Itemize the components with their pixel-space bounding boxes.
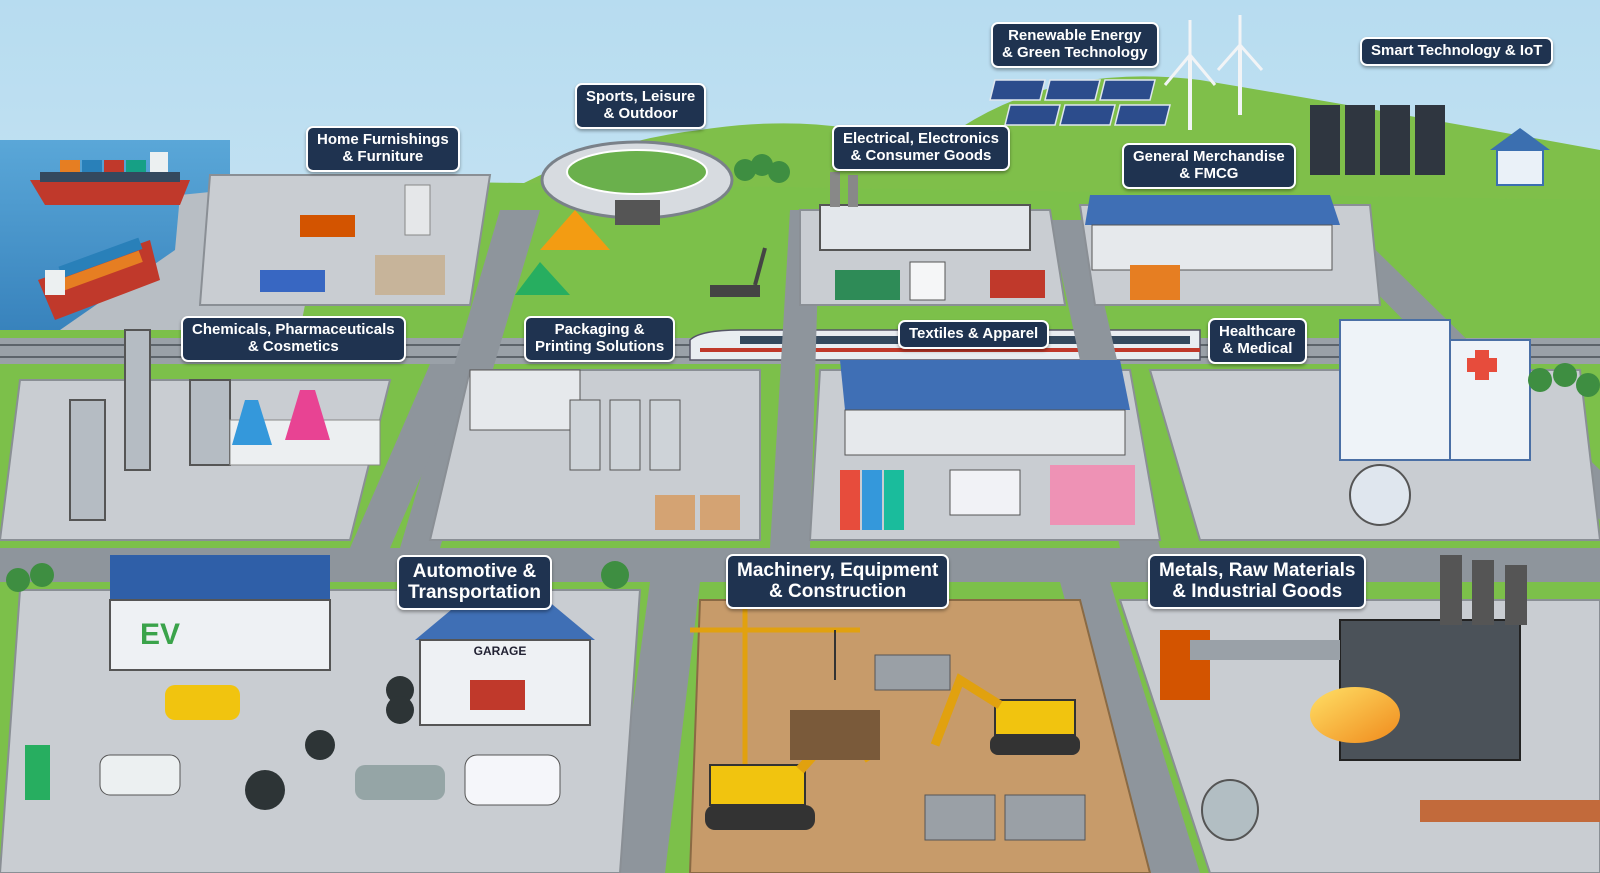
- flask-blue: [232, 400, 272, 445]
- red-car: [470, 680, 525, 710]
- label-textiles-apparel: Textiles & Apparel: [898, 320, 1050, 349]
- cars: [99, 685, 561, 806]
- furniture-room: [260, 184, 445, 295]
- label-line: Renewable Energy: [1008, 27, 1142, 44]
- label-automotive-transportation: Automotive & Transportation: [397, 555, 553, 610]
- label-smart-technology: Smart Technology & IoT: [1360, 37, 1554, 66]
- home-lot: [198, 174, 492, 306]
- label-line: & Furniture: [342, 147, 424, 165]
- label-chemicals-pharmaceuticals: Chemicals, Pharmaceuticals & Cosmetics: [181, 316, 406, 362]
- cardboard-box: [655, 495, 695, 530]
- label-machinery-construction: Machinery, Equipment & Construction: [726, 554, 950, 609]
- label-line: & Construction: [769, 581, 907, 603]
- pipe: [1190, 640, 1340, 660]
- label-line: & Industrial Goods: [1172, 581, 1343, 603]
- label-packaging-printing: Packaging & Printing Solutions: [524, 316, 676, 362]
- toy-car: [990, 270, 1045, 298]
- label-line: Packaging &: [554, 321, 645, 338]
- steel-stacks: [874, 654, 1086, 841]
- van-body: [464, 754, 561, 806]
- wind-turbines: [1163, 15, 1264, 130]
- label-home-furnishings: Home Furnishings & Furniture: [306, 126, 460, 172]
- steel-coil: [1201, 779, 1259, 841]
- copper-pipe: [1420, 800, 1600, 822]
- label-metals-raw-materials: Metals, Raw Materials & Industrial Goods: [1148, 554, 1367, 609]
- label-line: & FMCG: [1179, 164, 1239, 182]
- chemical-plant: [69, 329, 381, 521]
- label-line: Textiles & Apparel: [909, 325, 1039, 342]
- label-line: Printing Solutions: [535, 337, 665, 355]
- dug-pit: [790, 710, 880, 760]
- electronics-factory: [819, 172, 1045, 301]
- tent-orange: [540, 210, 610, 250]
- smelter: [1160, 555, 1600, 841]
- tower-crane: [690, 600, 860, 770]
- tent-green: [515, 262, 570, 295]
- label-line: Machinery, Equipment: [737, 560, 939, 581]
- trees: [6, 154, 1600, 592]
- label-line: & Cosmetics: [247, 337, 339, 355]
- label-line: Metals, Raw Materials: [1159, 560, 1356, 581]
- label-line: Sports, Leisure: [586, 88, 696, 105]
- smart-house: [1490, 128, 1550, 186]
- excavator-2: [930, 673, 1080, 755]
- fabric-rolls: [840, 470, 860, 530]
- yellow-car: [165, 685, 240, 720]
- label-line: Home Furnishings: [317, 131, 449, 148]
- solar-panel-array: [989, 79, 1171, 126]
- label-line: Transportation: [408, 582, 542, 604]
- label-line: & Medical: [1222, 339, 1293, 357]
- washing-machine: [909, 261, 946, 301]
- hospital: [1339, 319, 1531, 526]
- label-line: & Green Technology: [1002, 43, 1148, 61]
- label-line: Electrical, Electronics: [843, 130, 999, 147]
- treadmill: [710, 247, 767, 297]
- fmcg-warehouse: [1085, 195, 1340, 300]
- label-sports-leisure: Sports, Leisure & Outdoor: [575, 83, 707, 129]
- sewing-machine: [949, 469, 1021, 516]
- ev-service-building: [109, 555, 331, 671]
- textile-factory: [840, 360, 1135, 530]
- molten-metal: [1310, 687, 1400, 743]
- product-boxes: [1130, 265, 1180, 300]
- container-ship-1: [30, 152, 190, 205]
- stadium: [540, 140, 734, 225]
- server-racks: [1310, 105, 1445, 175]
- container-ship-2: [38, 237, 160, 320]
- label-line: General Merchandise: [1133, 148, 1285, 165]
- label-line: Chemicals, Pharmaceuticals: [192, 321, 395, 338]
- label-line: & Outdoor: [603, 104, 678, 122]
- white-car: [99, 754, 181, 796]
- label-line: Smart Technology & IoT: [1371, 42, 1543, 59]
- circuit-board: [835, 270, 900, 300]
- flask-pink: [285, 390, 330, 440]
- packaging-machines: [469, 369, 740, 530]
- ev-charger: [25, 745, 50, 800]
- tire-stacks: [245, 676, 414, 810]
- label-general-merchandise: General Merchandise & FMCG: [1122, 143, 1296, 189]
- car-body: [355, 765, 445, 800]
- garage-sign: GARAGE: [473, 644, 527, 658]
- label-healthcare-medical: Healthcare & Medical: [1208, 318, 1307, 364]
- ev-sign: EV: [140, 618, 181, 651]
- label-line: Healthcare: [1219, 323, 1296, 340]
- label-line: & Consumer Goods: [850, 146, 992, 164]
- label-line: Automotive &: [412, 561, 537, 582]
- label-renewable-energy: Renewable Energy & Green Technology: [991, 22, 1159, 68]
- mri-scanner: [1349, 464, 1411, 526]
- clothes-rack: [1050, 465, 1135, 525]
- label-electrical-electronics: Electrical, Electronics & Consumer Goods: [832, 125, 1010, 171]
